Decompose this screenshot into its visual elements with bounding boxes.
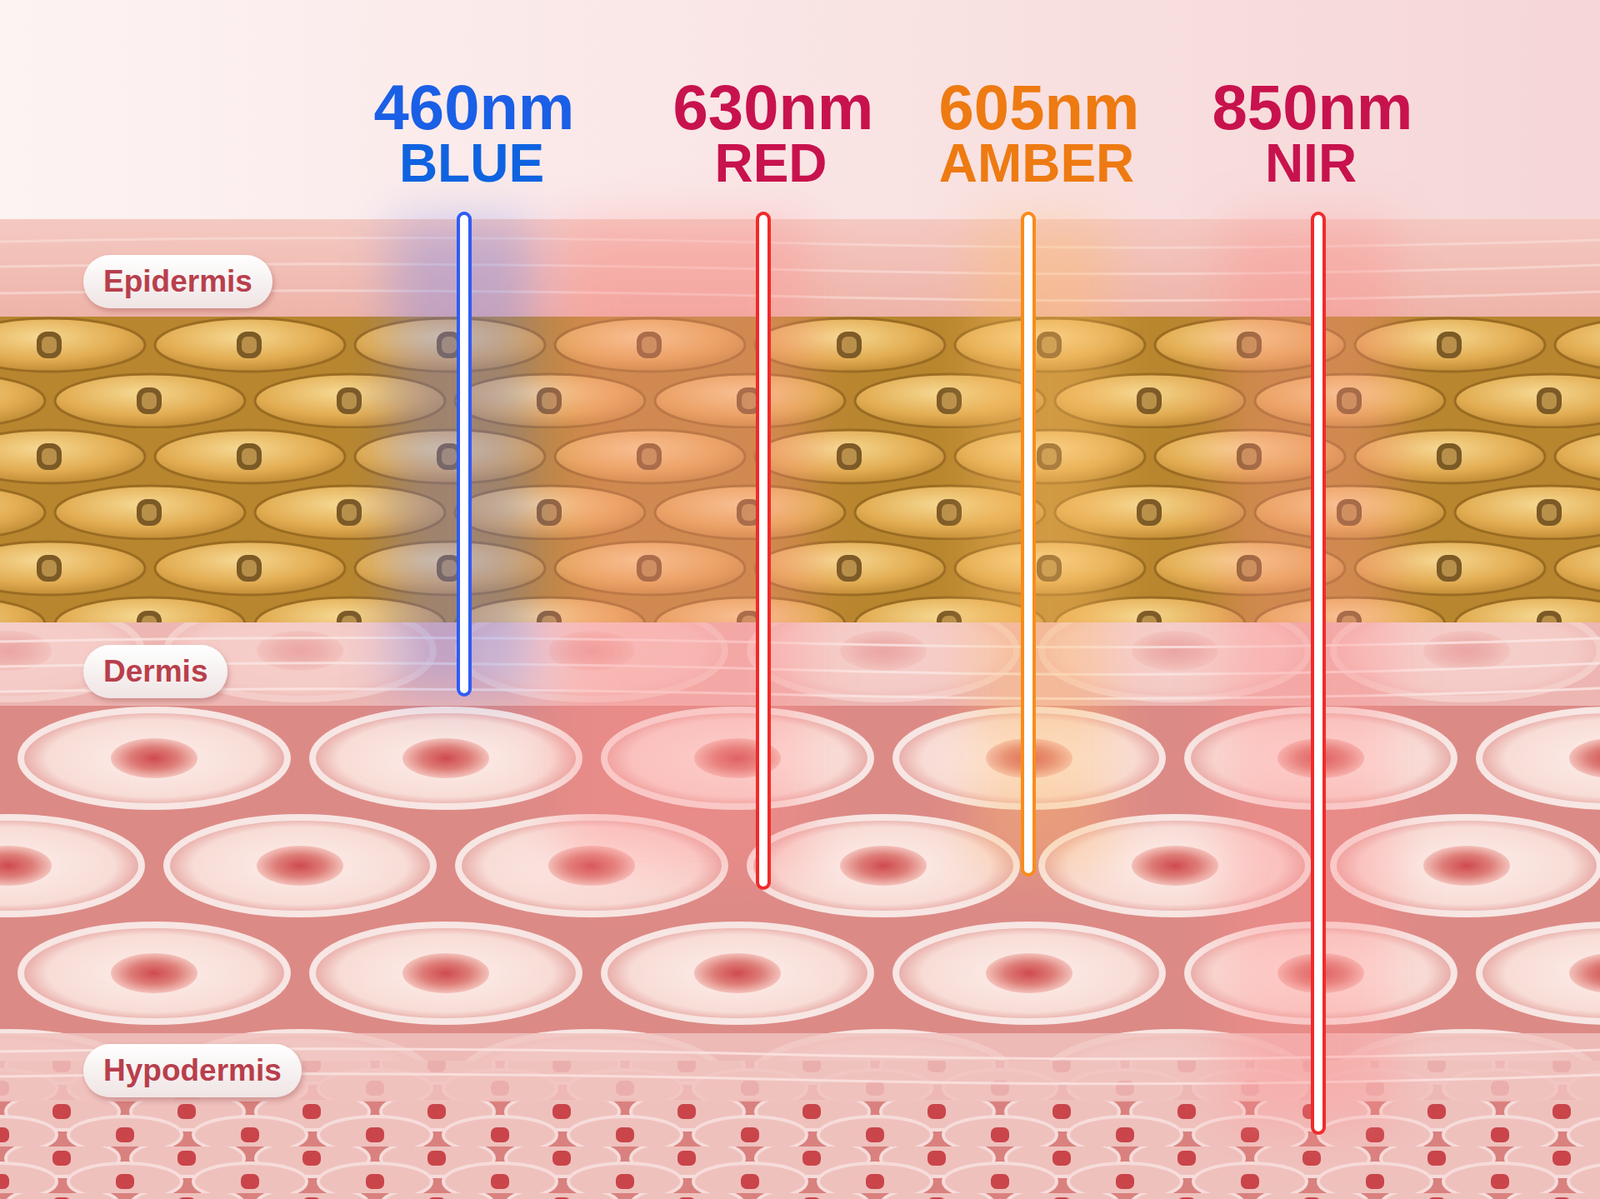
layer-label: Dermis (83, 645, 228, 699)
layer-label: Hypodermis (83, 1044, 302, 1098)
wavelength-label: 605nm (939, 72, 1140, 143)
color-name: BLUE (399, 134, 545, 193)
color-name: RED (714, 134, 827, 193)
wavelength-label: 850nm (1212, 72, 1414, 143)
layer-name: Dermis (103, 645, 208, 699)
layer-label: Epidermis (83, 255, 273, 309)
color-name: AMBER (939, 134, 1135, 193)
layer-name: Epidermis (103, 255, 253, 309)
layer-name: Hypodermis (103, 1044, 282, 1098)
wavelength-label: 630nm (673, 72, 875, 143)
wavelength-label: 460nm (374, 72, 575, 143)
color-name: NIR (1265, 134, 1357, 193)
